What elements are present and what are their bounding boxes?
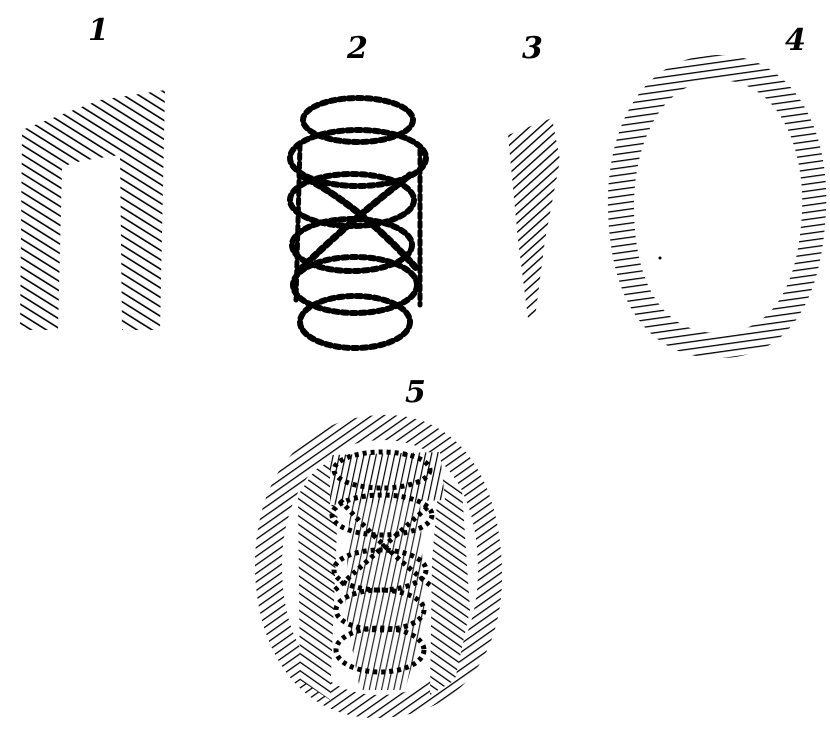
figure-3-wedge — [508, 118, 560, 318]
figure-1-inverted-u — [20, 90, 165, 330]
figure-label-3: 3 — [522, 31, 543, 66]
figure-label-2: 2 — [346, 31, 368, 66]
figure-4-oval-ring — [608, 55, 826, 358]
figure-label-4: 4 — [785, 23, 806, 58]
figure-label-5: 5 — [405, 375, 426, 410]
figure-2-stacked-rings — [290, 98, 426, 348]
figure-5-combined — [255, 415, 502, 718]
figure-label-1: 1 — [88, 13, 109, 48]
